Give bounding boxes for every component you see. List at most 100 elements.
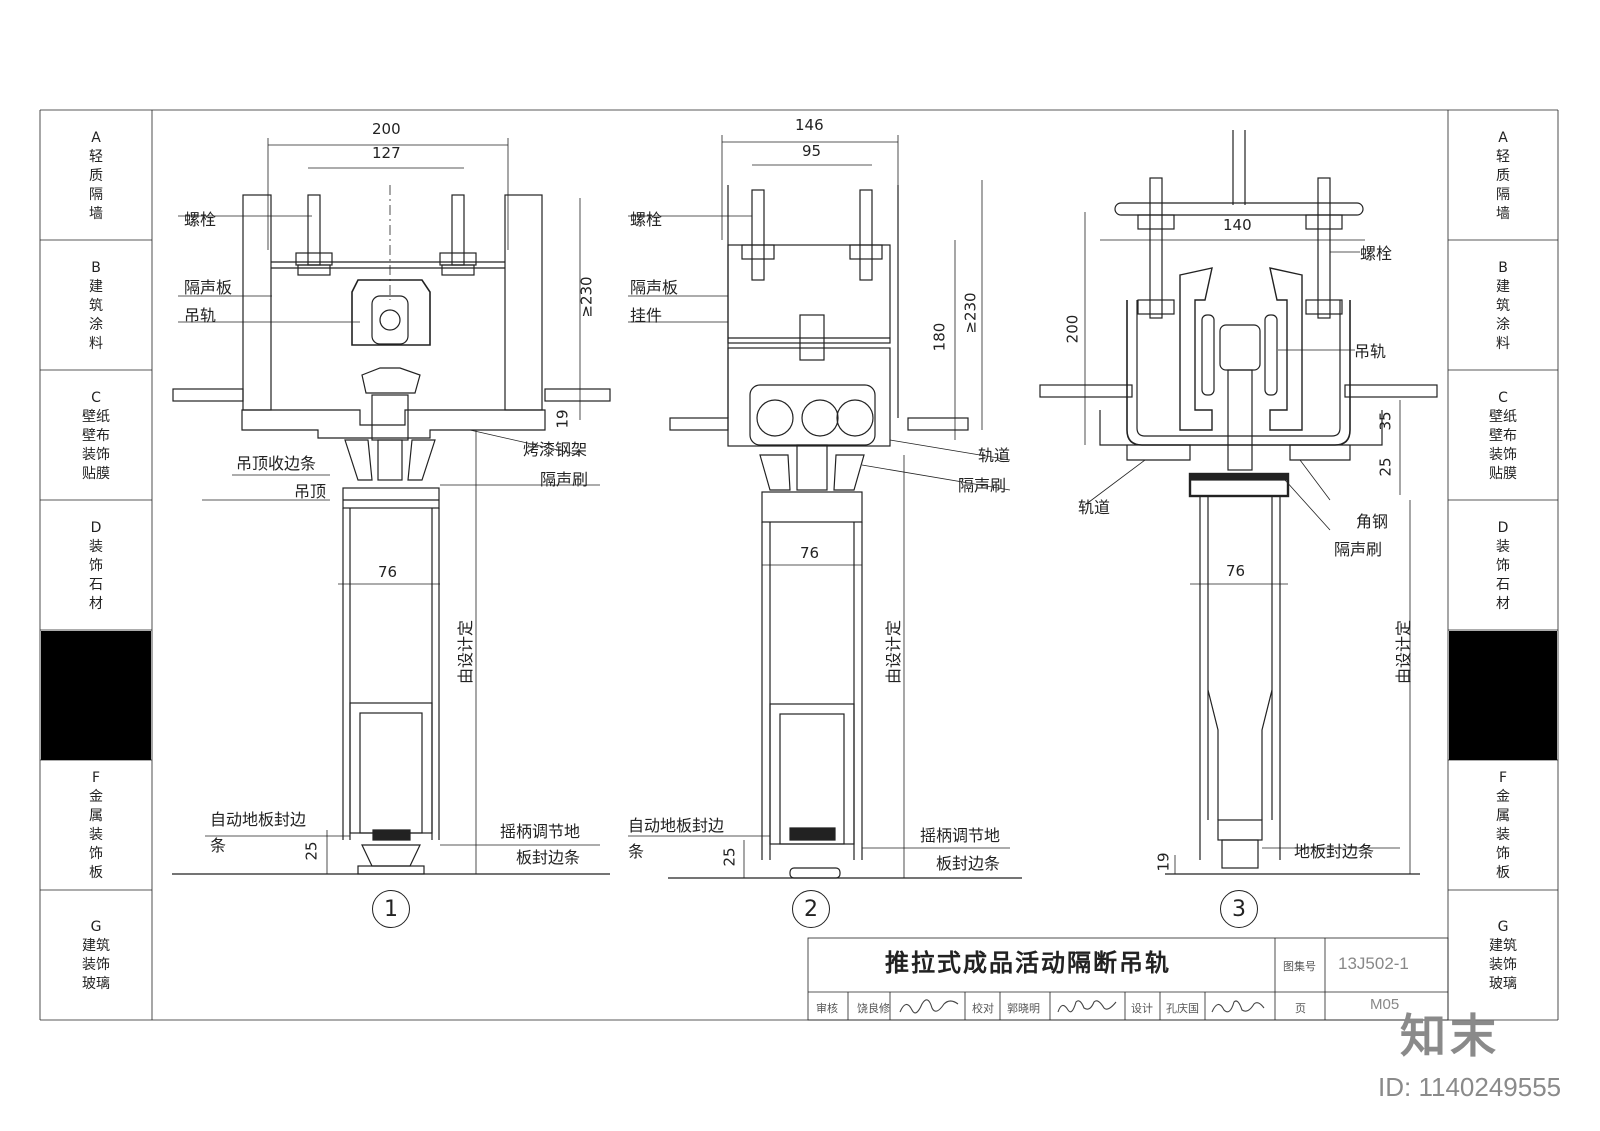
label-ceiling: 吊顶	[294, 482, 327, 501]
index-char: 装饰	[82, 957, 110, 973]
label-trim: 吊顶收边条	[236, 454, 317, 473]
page-number: M05	[1370, 996, 1400, 1013]
index-char: 贴膜	[1489, 465, 1517, 482]
check-label: 校对	[972, 1002, 994, 1015]
label-brush: 隔声刷	[540, 470, 589, 489]
index-char: 轻	[89, 148, 103, 165]
label-design: 由设计定	[884, 619, 904, 685]
index-char: 壁布	[82, 427, 110, 444]
designer-name: 孔庆国	[1166, 1002, 1199, 1015]
index-code: G	[90, 919, 102, 935]
index-char: 壁纸	[1489, 408, 1517, 425]
index-char: 饰	[89, 846, 103, 862]
label-track: 轨道	[1078, 498, 1111, 517]
dim-19: 19	[1154, 852, 1173, 872]
index-char: 隔	[89, 186, 103, 203]
index-char: 隔	[1496, 186, 1510, 203]
index-code: C	[91, 389, 101, 406]
index-code: B	[91, 259, 101, 276]
index-char: 墙	[1496, 205, 1510, 222]
index-char: 属	[1496, 808, 1510, 824]
drawing-title: 推拉式成品活动隔断吊轨	[885, 948, 1171, 977]
dim-35: 35	[1376, 411, 1395, 431]
label-brush: 隔声刷	[1334, 540, 1383, 559]
label-bolt: 螺栓	[184, 210, 217, 229]
index-char: 筑	[1496, 297, 1510, 314]
label-rail: 吊轨	[1354, 342, 1387, 361]
label-brush: 隔声刷	[958, 476, 1007, 495]
index-cell-c: C 壁纸壁布装饰贴膜	[42, 372, 150, 500]
index-char: 装	[89, 538, 103, 555]
index-char: 板	[1496, 865, 1510, 881]
index-code: D	[90, 519, 102, 536]
index-code: F	[91, 770, 101, 786]
label-panel: 隔声板	[184, 278, 233, 297]
checker-name: 郭晓明	[1007, 1002, 1040, 1015]
index-char: 建筑	[82, 938, 110, 954]
label-floor-seal: 地板封边条	[1294, 842, 1375, 861]
index-code: A	[91, 129, 101, 146]
label-frame: 烤漆钢架	[523, 440, 588, 459]
detail-number-1: 1	[372, 890, 410, 928]
index-char: 装	[89, 827, 103, 843]
dim-19: 19	[553, 409, 572, 429]
dim-200: 200	[372, 120, 401, 138]
index-code: G	[1497, 919, 1509, 935]
dim-230: ≥230	[961, 292, 980, 334]
index-char: 贴膜	[82, 465, 110, 482]
review-label: 审核	[816, 1002, 838, 1015]
dim-95: 95	[802, 142, 822, 160]
index-char: 质	[89, 167, 103, 184]
index-char: 金	[89, 789, 103, 805]
index-char: 装饰	[82, 446, 110, 463]
label-bolt: 螺栓	[1360, 244, 1393, 263]
detail-2-drawing	[628, 135, 1022, 879]
dim-25: 25	[302, 841, 321, 861]
dim-200: 200	[1063, 314, 1082, 344]
dim-146: 146	[795, 116, 824, 134]
dim-127: 127	[372, 144, 401, 162]
detail-number-3: 3	[1220, 890, 1258, 928]
index-char: 轻	[1496, 148, 1510, 165]
label-angle: 角钢	[1356, 512, 1389, 531]
index-char: 装	[1496, 538, 1510, 555]
watermark-id: ID: 1140249555	[1378, 1072, 1562, 1102]
index-char: 涂	[89, 316, 103, 333]
atlas-label: 图集号	[1283, 960, 1316, 973]
dim-76: 76	[378, 563, 398, 581]
index-char: 墙	[89, 205, 103, 222]
detail-number-2: 2	[792, 890, 830, 928]
label-design: 由设计定	[1394, 619, 1414, 685]
index-char: 饰	[1496, 557, 1510, 574]
index-char: 壁纸	[82, 408, 110, 425]
atlas-number: 13J502-1	[1338, 954, 1409, 973]
index-char: 材	[1496, 595, 1510, 612]
index-char: 板	[89, 865, 103, 881]
index-char: 材	[89, 595, 103, 612]
dim-25: 25	[720, 847, 739, 867]
label-crank-2: 板封边条	[936, 854, 1001, 873]
index-code: F	[1498, 770, 1508, 786]
index-char: 料	[89, 335, 103, 352]
index-char: 石	[89, 576, 103, 593]
index-cell-e-active	[41, 631, 151, 760]
index-char: 筑	[89, 297, 103, 314]
index-char: 质	[1496, 167, 1510, 184]
index-char: 建筑	[1489, 938, 1517, 954]
label-rail: 吊轨	[184, 306, 217, 325]
index-char: 石	[1496, 576, 1510, 593]
index-char: 料	[1496, 335, 1510, 352]
index-code: D	[1497, 519, 1509, 536]
index-char: 建	[89, 278, 103, 295]
index-char: 装饰	[1489, 957, 1517, 973]
